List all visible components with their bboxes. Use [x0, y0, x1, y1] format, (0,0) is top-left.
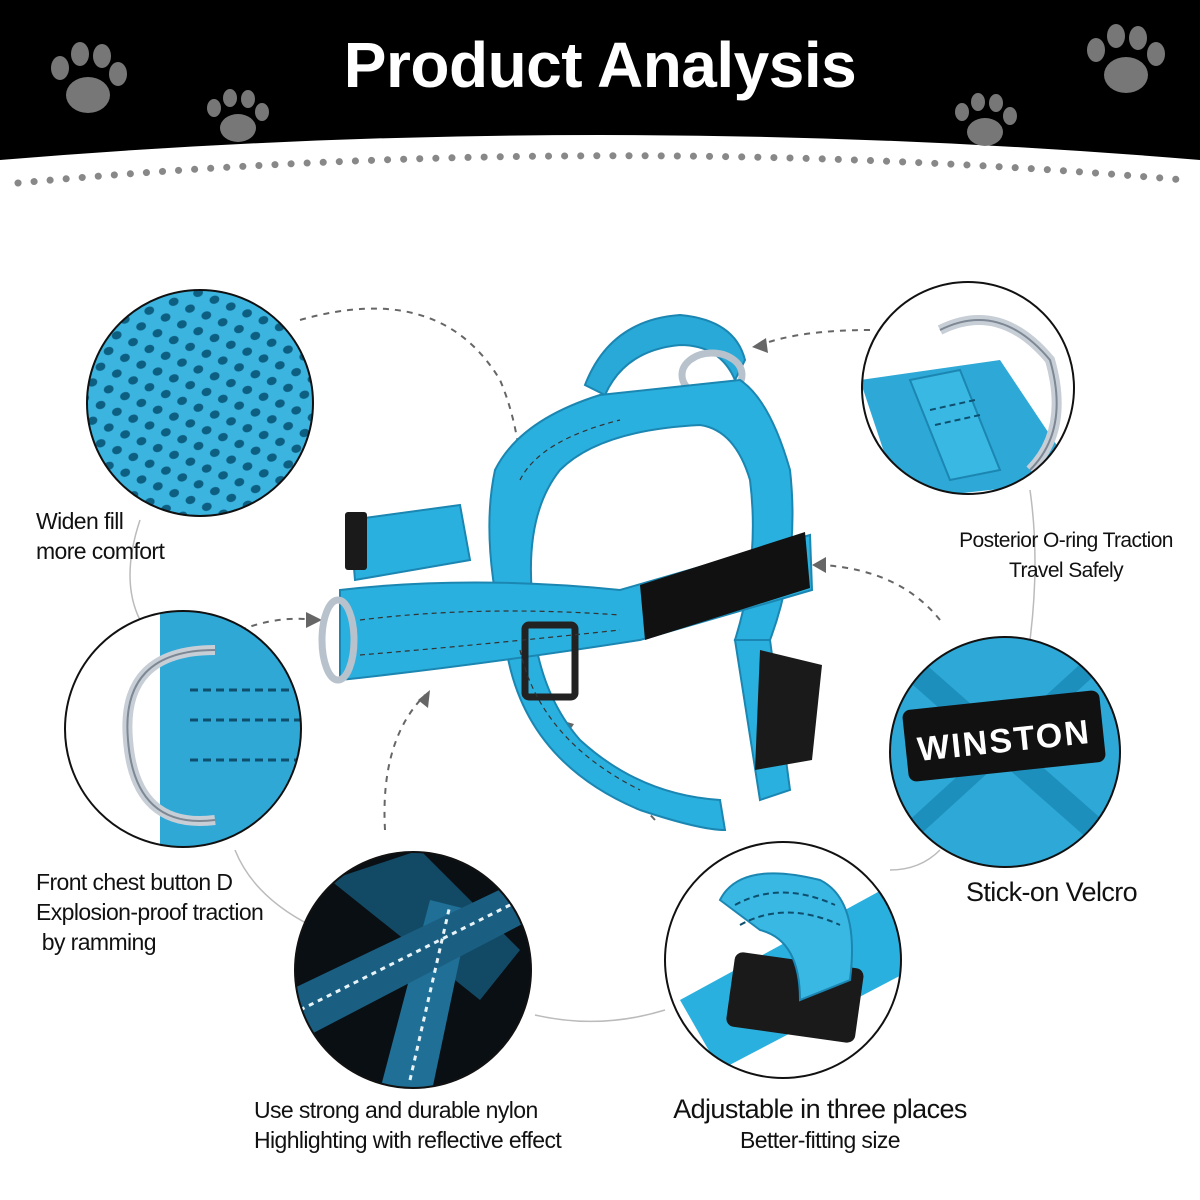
mesh-caption: Widen fill more comfort — [36, 508, 165, 564]
paw-icon — [51, 42, 127, 113]
harness-icon — [318, 313, 822, 832]
velcro-caption: Stick-on Velcro — [966, 877, 1138, 907]
header-banner — [0, 0, 1200, 187]
back-ring-caption: Posterior O-ring Traction Travel Safely — [959, 529, 1173, 582]
mesh-detail-circle — [86, 289, 314, 517]
nylon-caption: Use strong and durable nylon Highlightin… — [254, 1097, 562, 1153]
adjust-caption: Adjustable in three places Better-fittin… — [673, 1094, 967, 1153]
paw-icon — [955, 93, 1017, 146]
front-ring-caption: Front chest button D Explosion-proof tra… — [36, 869, 264, 955]
page-title: Product Analysis — [343, 29, 857, 101]
paw-icon — [207, 89, 269, 142]
dotted-divider — [14, 152, 1189, 187]
nylon-detail-circle — [294, 851, 532, 1089]
paw-icon — [1087, 24, 1165, 93]
velcro-detail-circle: WINSTON — [889, 636, 1121, 868]
adjust-detail-circle — [664, 841, 902, 1079]
back-ring-detail-circle — [861, 281, 1075, 495]
front-ring-detail-circle — [64, 610, 302, 848]
